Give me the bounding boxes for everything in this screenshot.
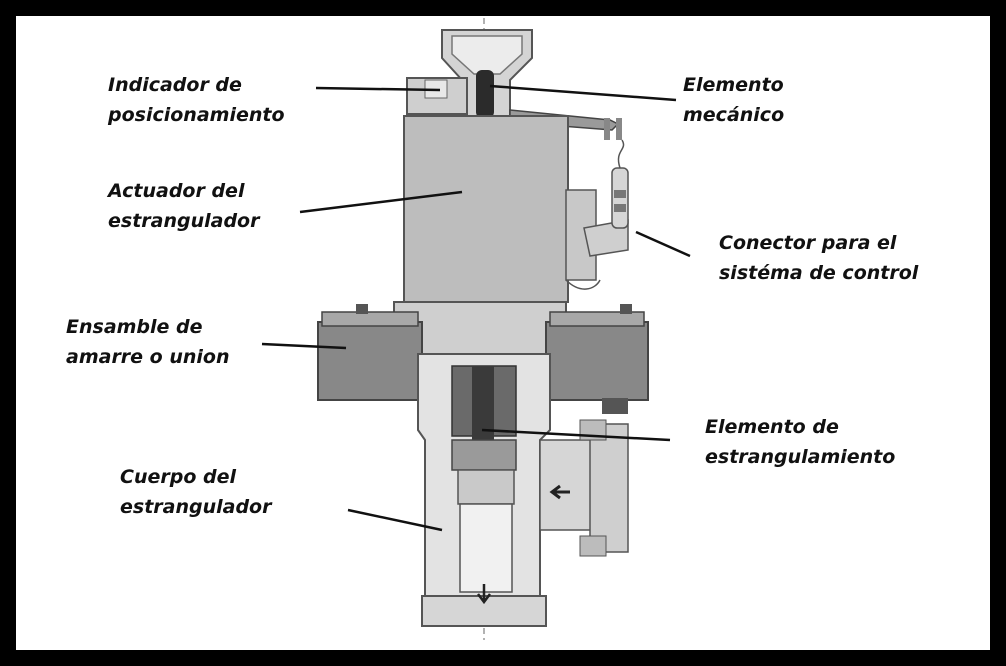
actuator-body bbox=[403, 115, 569, 303]
inlet-flange bbox=[539, 419, 629, 557]
label-mechanical-element: Elemento mecánico bbox=[683, 74, 785, 126]
label-choke-element: Elemento de estrangulamiento bbox=[705, 416, 896, 468]
label-control-connector: Conector para el sistéma de control bbox=[719, 232, 919, 284]
mechanical-element-stem bbox=[476, 70, 494, 118]
control-connector bbox=[565, 139, 629, 290]
label-clamp-assembly: Ensamble de amarre o union bbox=[66, 316, 230, 368]
outlet-sleeve bbox=[459, 503, 513, 593]
leader-lines bbox=[261, 84, 691, 532]
label-actuator: Actuador del estrangulador bbox=[108, 180, 260, 232]
label-position-indicator: Indicador de posicionamiento bbox=[108, 74, 285, 126]
clamp-union-assembly bbox=[317, 301, 649, 414]
label-choke-body: Cuerpo del estrangulador bbox=[120, 466, 272, 518]
